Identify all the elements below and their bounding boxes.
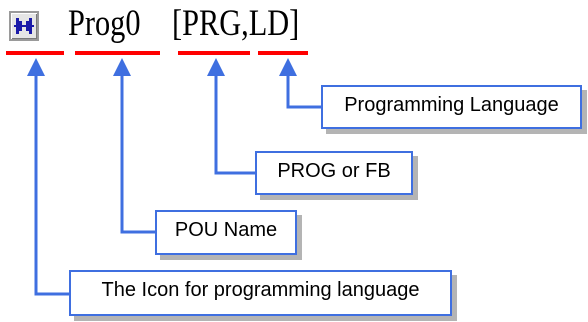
callout-prog-or-fb: PROG or FB bbox=[255, 151, 413, 195]
connector-pou-name bbox=[120, 68, 155, 234]
callout-icon-description: The Icon for programming language bbox=[69, 270, 452, 316]
callout-programming-language: Programming Language bbox=[321, 85, 582, 129]
callout-pou-name-label: POU Name bbox=[174, 219, 278, 241]
arrow-language bbox=[279, 58, 297, 76]
callout-pou-name: POU Name bbox=[155, 210, 297, 255]
icon-underline bbox=[6, 51, 64, 55]
arrow-prog bbox=[207, 58, 225, 76]
pou-name-underline bbox=[75, 51, 160, 55]
ld-program-icon bbox=[9, 11, 39, 41]
connector-icon bbox=[34, 68, 69, 296]
arrow-icon bbox=[27, 58, 45, 76]
language-underline bbox=[258, 51, 308, 55]
type-underline bbox=[178, 51, 250, 55]
callout-programming-language-label: Programming Language bbox=[344, 94, 559, 116]
callout-prog-or-fb-label: PROG or FB bbox=[277, 160, 391, 182]
arrow-pou-name bbox=[113, 58, 131, 76]
connector-prog bbox=[214, 68, 255, 175]
callout-icon-description-label: The Icon for programming language bbox=[101, 279, 420, 301]
connector-language bbox=[286, 68, 321, 109]
pou-name-text: Prog0 bbox=[68, 3, 141, 44]
pou-type-language-text: [PRG,LD] bbox=[172, 3, 300, 44]
